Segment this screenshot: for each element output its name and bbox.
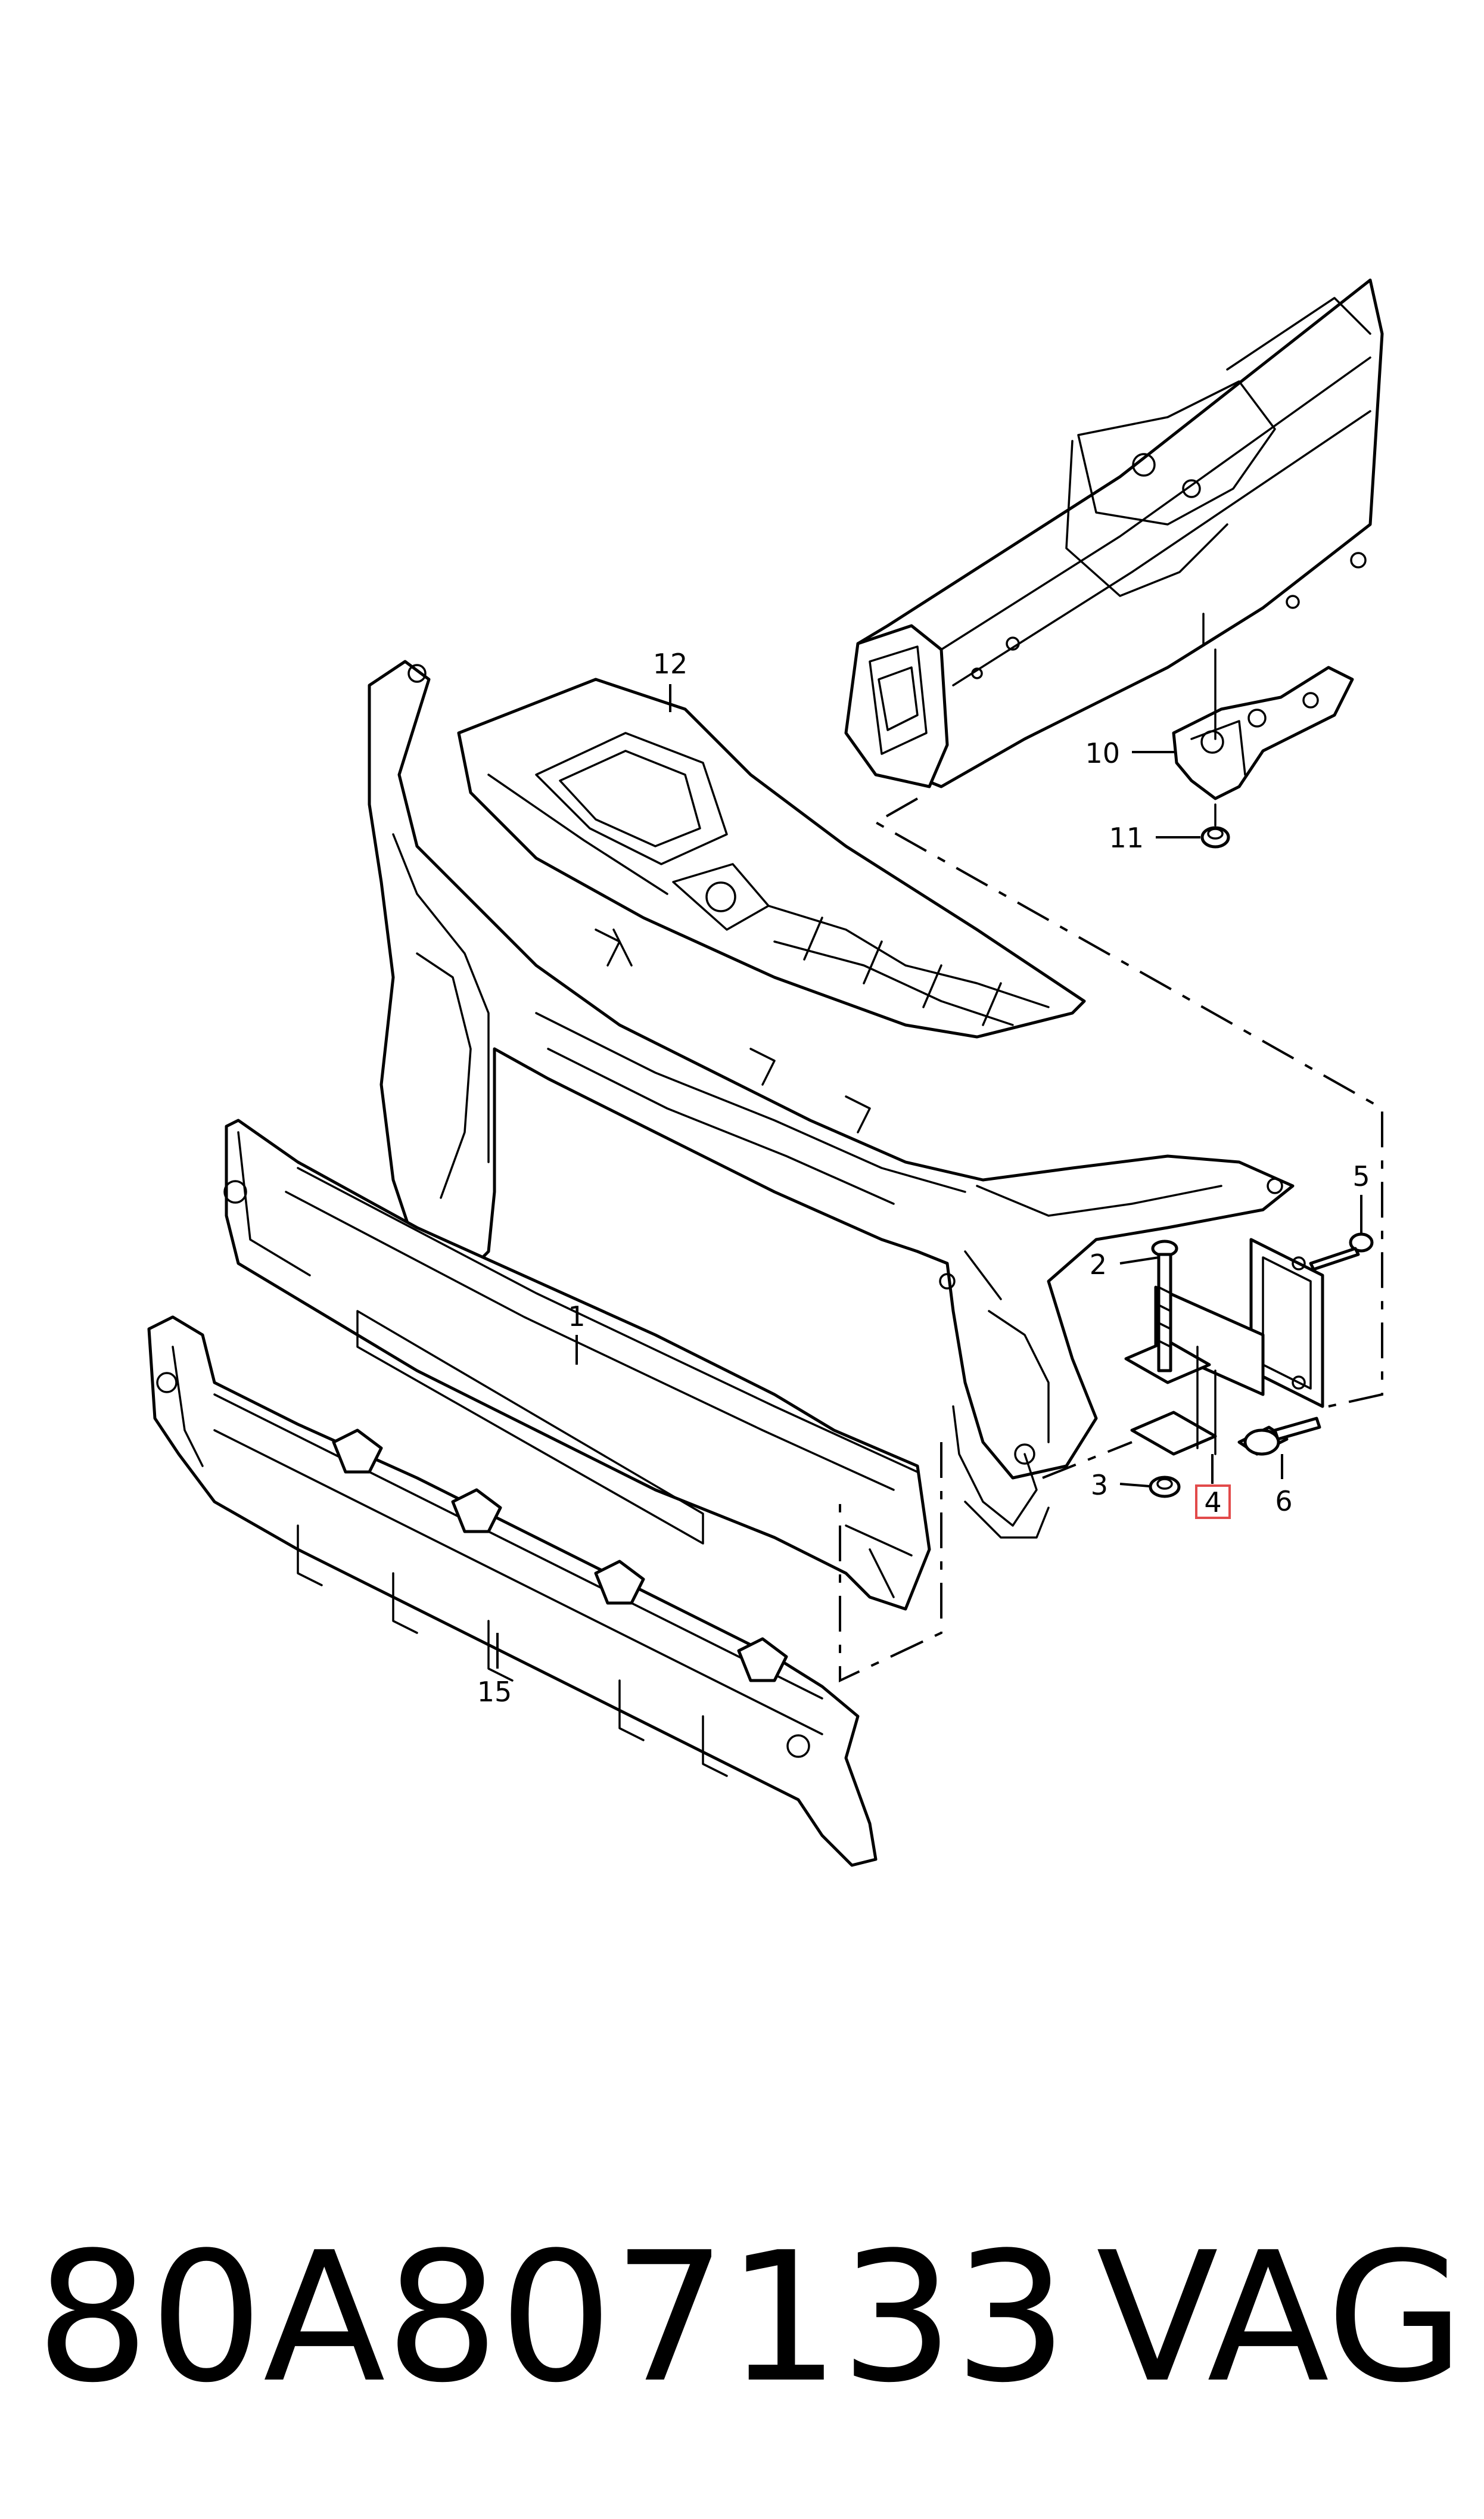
callout-label: 11: [1109, 822, 1144, 854]
callout-10: 10: [1085, 737, 1177, 769]
mounting-bracket-part-4: [1124, 1238, 1324, 1456]
callout-3: 3: [1091, 1469, 1150, 1501]
callout-label: 15: [477, 1676, 512, 1708]
assembly-lines: [839, 797, 1383, 1683]
callout-11: 11: [1109, 822, 1200, 854]
callout-2: 2: [1090, 1248, 1159, 1281]
frame-rail: [844, 278, 1384, 788]
bolt-part-2: [1151, 1240, 1178, 1372]
brand-label: VAG: [1096, 2214, 1465, 2422]
screw-part-5: [1309, 1232, 1374, 1271]
callout-6: 6: [1275, 1454, 1293, 1517]
callout-label: 10: [1085, 737, 1120, 769]
nut-part-11: [1200, 803, 1230, 849]
bolt-part-6: [1237, 1417, 1321, 1456]
callout-12: 12: [653, 648, 688, 712]
highlight-box: [1195, 1484, 1231, 1519]
bracket-part-10: [1172, 648, 1354, 800]
footer: 80A807133 VAG: [0, 2199, 1484, 2437]
callout-15: 15: [477, 1633, 512, 1708]
callout-label: 1: [568, 1300, 585, 1333]
callout-label: 2: [1090, 1248, 1107, 1281]
callout-1: 1: [568, 1300, 586, 1365]
callout-label: 6: [1275, 1485, 1292, 1517]
upper-cover-part-12: [457, 678, 1086, 1039]
callout-label: 5: [1352, 1160, 1370, 1192]
callout-label: 3: [1091, 1469, 1108, 1501]
part-number: 80A807133: [36, 2214, 1068, 2422]
callout-5: 5: [1352, 1160, 1370, 1234]
callout-label: 4: [1204, 1486, 1221, 1518]
nut-part-3: [1149, 1476, 1181, 1498]
impact-absorber-part-15: [147, 1315, 878, 1867]
callout-4: 4: [1195, 1454, 1231, 1519]
callout-label: 12: [653, 648, 688, 680]
